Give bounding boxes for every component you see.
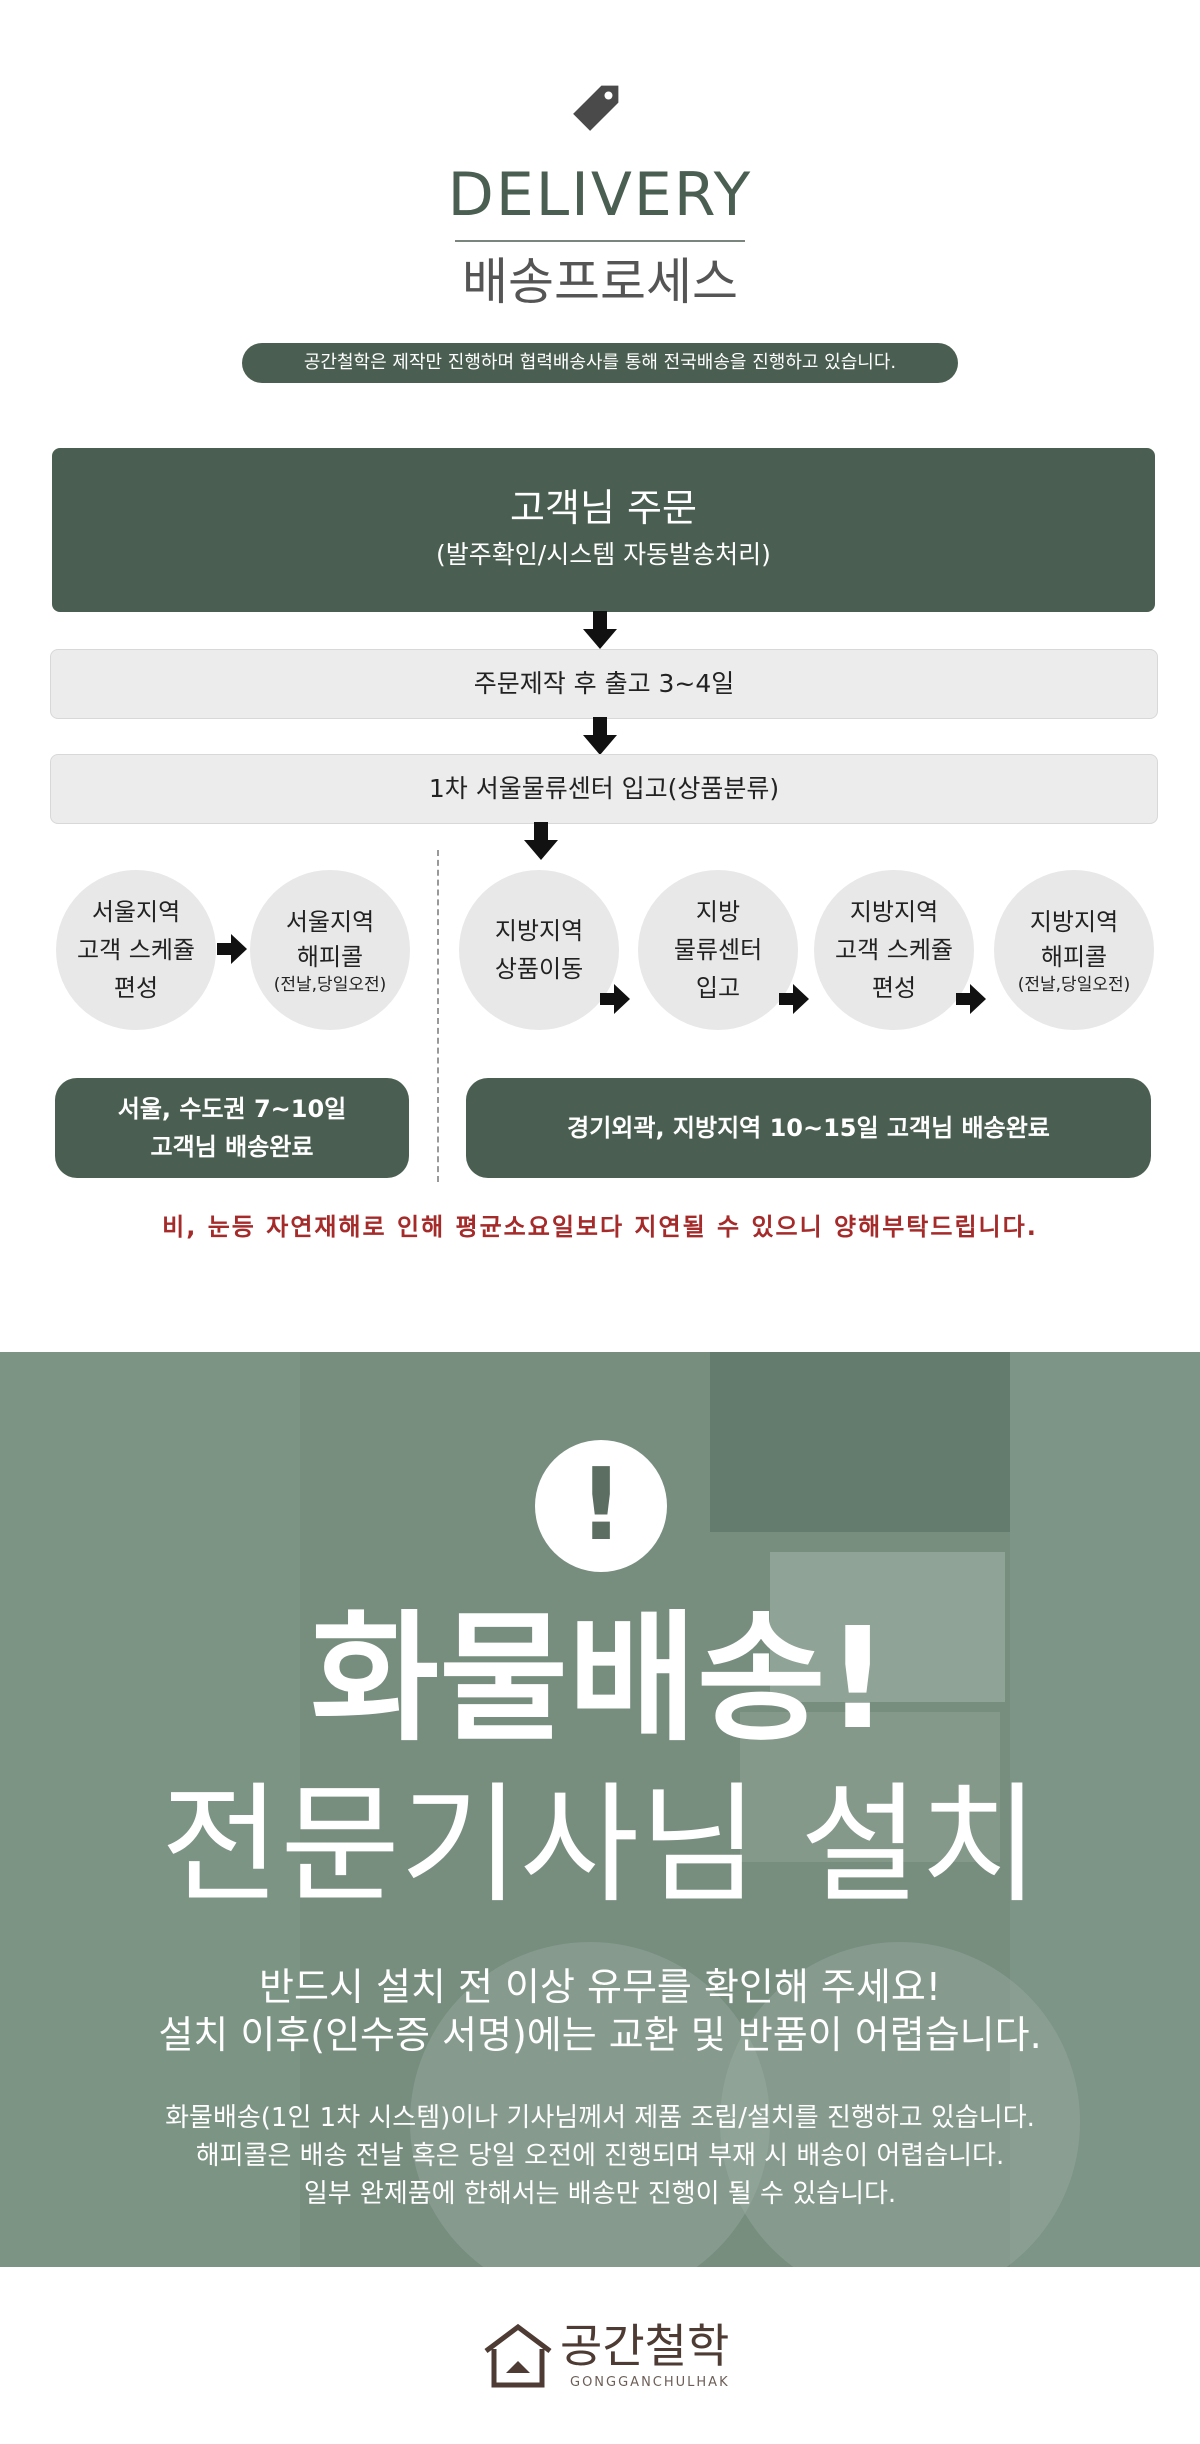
circle-line: 지방지역 [849, 898, 939, 926]
circle-line: 해피콜 [296, 943, 364, 971]
delay-warning-text: 비, 눈등 자연재해로 인해 평균소요일보다 지연될 수 있으니 양해부탁드립니… [162, 1213, 1038, 1241]
circle-line: 서울지역 [91, 898, 181, 926]
banner-background-photo [0, 1352, 1200, 2267]
circle-line: 물류센터 [673, 936, 763, 964]
completion-line: 서울, 수도권 7~10일 [117, 1095, 347, 1123]
installation-banner [0, 1352, 1200, 2267]
local-transfer-circle: 지방지역 상품이동 [459, 870, 619, 1030]
arrow-down-icon [583, 717, 617, 755]
arrow-down-icon [524, 822, 558, 860]
circle-line: 지방 [695, 898, 741, 926]
brand-logo-english: GONGGANCHULHAK [570, 2375, 730, 2390]
circle-line: 지방지역 [1029, 908, 1119, 936]
circle-note: (전날,당일오전) [273, 975, 387, 995]
production-step-box: 주문제작 후 출고 3~4일 [50, 649, 1158, 719]
seoul-logistics-step-box: 1차 서울물류센터 입고(상품분류) [50, 754, 1158, 824]
seoul-schedule-circle: 서울지역 고객 스케쥴 편성 [56, 870, 216, 1030]
banner-detail-line: 일부 완제품에 한해서는 배송만 진행이 될 수 있습니다. [303, 2179, 897, 2209]
circle-line: 입고 [695, 974, 741, 1002]
circle-line: 편성 [113, 974, 159, 1002]
banner-title: 화물배송! [310, 1598, 890, 1761]
circle-line: 고객 스케쥴 [76, 936, 196, 964]
completion-line: 고객님 배송완료 [150, 1133, 314, 1161]
arrow-right-icon [600, 984, 630, 1014]
order-step-box: 고객님 주문 (발주확인/시스템 자동발송처리) [52, 448, 1155, 612]
arrow-down-icon [583, 611, 617, 649]
seoul-happycall-circle: 서울지역 해피콜 (전날,당일오전) [250, 870, 410, 1030]
arrow-right-icon [217, 934, 247, 964]
banner-notice-line: 반드시 설치 전 이상 유무를 확인해 주세요! [258, 1965, 942, 2009]
seoul-delivery-complete-box: 서울, 수도권 7~10일 고객님 배송완료 [55, 1078, 409, 1178]
house-logo-icon [484, 2323, 552, 2388]
banner-notice-line: 설치 이후(인수증 서명)에는 교환 및 반품이 어렵습니다. [158, 2013, 1042, 2057]
banner-detail-line: 해피콜은 배송 전날 혹은 당일 오전에 진행되며 부재 시 배송이 어렵습니다… [195, 2141, 1005, 2171]
region-divider [437, 850, 439, 1182]
order-step-subtitle: (발주확인/시스템 자동발송처리) [436, 540, 771, 569]
banner-detail-line: 화물배송(1인 1차 시스템)이나 기사님께서 제품 조립/설치를 진행하고 있… [165, 2103, 1035, 2133]
page-title-english: DELIVERY [447, 160, 753, 230]
brand-logo-korean: 공간철학 [560, 2319, 730, 2373]
circle-line: 해피콜 [1040, 943, 1108, 971]
circle-line: 편성 [871, 974, 917, 1002]
delivery-notice-badge: 공간철학은 제작만 진행하며 협력배송사를 통해 전국배송을 진행하고 있습니다… [242, 343, 958, 383]
page-title-korean: 배송프로세스 [462, 253, 738, 311]
order-step-title: 고객님 주문 [510, 486, 697, 530]
local-delivery-complete-box: 경기외곽, 지방지역 10~15일 고객님 배송완료 [466, 1078, 1151, 1178]
arrow-right-icon [779, 984, 809, 1014]
local-happycall-circle: 지방지역 해피콜 (전날,당일오전) [994, 870, 1154, 1030]
arrow-right-icon [956, 984, 986, 1014]
circle-note: (전날,당일오전) [1017, 975, 1131, 995]
circle-line: 상품이동 [494, 955, 584, 983]
exclamation-icon: ! [535, 1440, 667, 1572]
circle-line: 고객 스케쥴 [834, 936, 954, 964]
local-schedule-circle: 지방지역 고객 스케쥴 편성 [814, 870, 974, 1030]
local-logistics-circle: 지방 물류센터 입고 [638, 870, 798, 1030]
exclamation-mark: ! [578, 1446, 624, 1563]
banner-subtitle: 전문기사님 설치 [160, 1769, 1040, 1921]
title-divider [455, 240, 745, 242]
circle-line: 서울지역 [285, 908, 375, 936]
circle-line: 지방지역 [494, 917, 584, 945]
price-tag-icon [573, 85, 619, 131]
